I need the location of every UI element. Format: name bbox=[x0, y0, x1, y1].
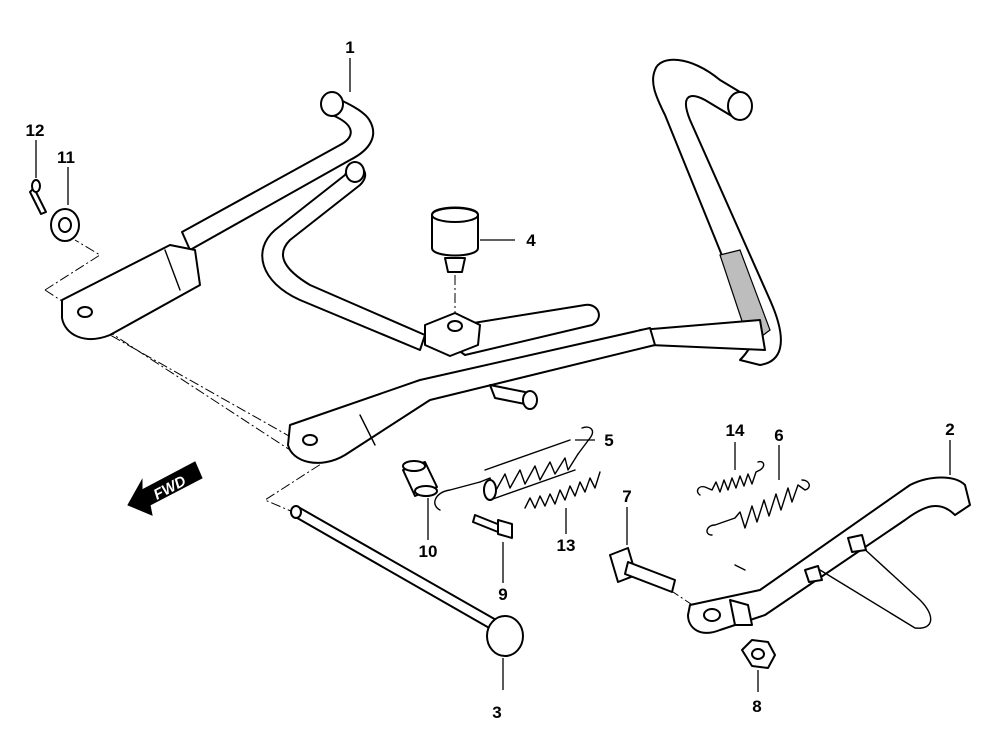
forward-direction-arrow-icon: FWD bbox=[127, 461, 203, 516]
callout-5: 5 bbox=[604, 431, 613, 450]
callout-9: 9 bbox=[498, 585, 507, 604]
rubber-bumper-part bbox=[431, 206, 479, 273]
callout-11: 11 bbox=[57, 148, 75, 167]
callout-10: 10 bbox=[419, 542, 438, 561]
callout-2: 2 bbox=[945, 420, 954, 439]
cotter-pin-part bbox=[29, 179, 47, 215]
collar-part bbox=[402, 460, 438, 497]
callout-12: 12 bbox=[26, 121, 45, 140]
callout-numbers: 1 2 3 4 5 6 7 8 9 10 11 12 13 14 bbox=[26, 38, 955, 722]
pivot-shaft-part bbox=[290, 505, 524, 657]
large-spring-part bbox=[434, 426, 594, 511]
main-stand-part bbox=[61, 58, 782, 464]
callout-8: 8 bbox=[752, 697, 761, 716]
medium-spring-part bbox=[706, 479, 810, 536]
callout-14: 14 bbox=[726, 421, 745, 440]
short-spring-part bbox=[696, 460, 765, 496]
callout-leaders bbox=[35, 58, 951, 692]
callout-6: 6 bbox=[774, 426, 783, 445]
washer-part bbox=[50, 208, 80, 242]
callout-7: 7 bbox=[622, 487, 631, 506]
callout-13: 13 bbox=[557, 536, 576, 555]
callout-1: 1 bbox=[345, 38, 354, 57]
nut-part bbox=[741, 639, 776, 669]
side-stand-part bbox=[687, 476, 971, 634]
bolt-long-part bbox=[609, 547, 676, 593]
callout-4: 4 bbox=[526, 231, 536, 250]
small-spring-part bbox=[524, 471, 601, 509]
bolt-short-part bbox=[472, 514, 513, 539]
callout-3: 3 bbox=[492, 703, 501, 722]
